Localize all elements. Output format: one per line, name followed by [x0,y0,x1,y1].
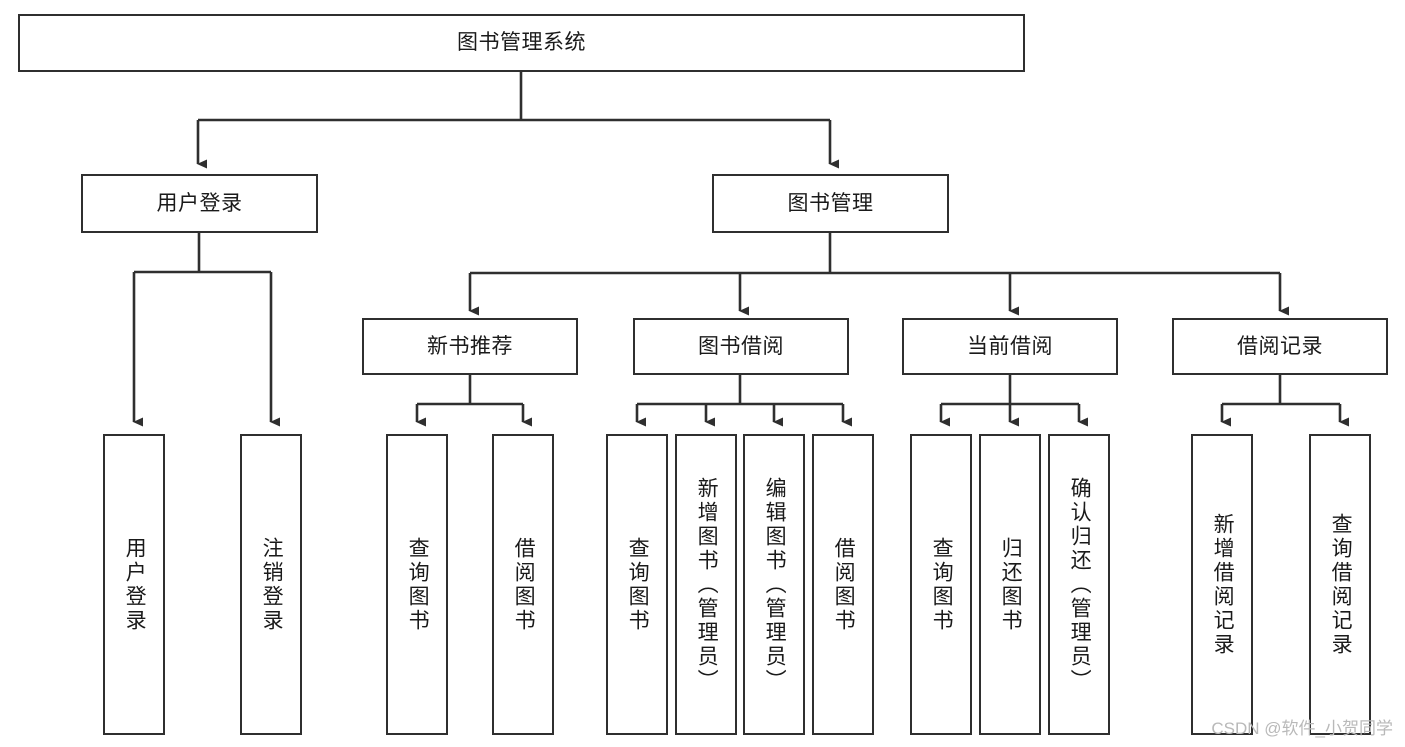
connector-borrow-record-to-leaves [1220,375,1349,427]
node-current-borrow[interactable]: 当前借阅 [902,318,1118,375]
node-leaf-add-book[interactable]: 新增图书（管理员） [675,434,737,735]
node-new-book-recommend-label: 新书推荐 [427,334,513,358]
node-leaf-query-book-2[interactable]: 查询图书 [606,434,668,735]
node-leaf-query-book-2-label: 查询图书 [626,536,650,633]
node-leaf-borrow-book-2[interactable]: 借阅图书 [812,434,874,735]
node-leaf-query-book-1[interactable]: 查询图书 [386,434,448,735]
node-book-borrow[interactable]: 图书借阅 [633,318,849,375]
node-leaf-borrow-book-1[interactable]: 借阅图书 [492,434,554,735]
connector-book-borrow-to-leaves [635,375,852,427]
node-user-login[interactable]: 用户登录 [81,174,318,233]
node-leaf-user-login-label: 用户登录 [123,536,147,633]
node-leaf-logout[interactable]: 注销登录 [240,434,302,735]
node-root-system[interactable]: 图书管理系统 [18,14,1025,72]
connector-user-login-to-leaves [132,233,280,427]
node-leaf-query-record[interactable]: 查询借阅记录 [1309,434,1371,735]
node-leaf-query-book-1-label: 查询图书 [406,536,430,633]
node-book-management-label: 图书管理 [787,191,874,215]
node-leaf-user-login[interactable]: 用户登录 [103,434,165,735]
node-leaf-confirm-return[interactable]: 确认归还（管理员） [1048,434,1110,735]
node-leaf-query-book-3-label: 查询图书 [930,536,954,633]
node-leaf-edit-book-label: 编辑图书（管理员） [763,476,787,693]
node-leaf-return-book-label: 归还图书 [999,536,1023,633]
connector-book-management-to-level2 [468,233,1289,316]
node-leaf-query-record-label: 查询借阅记录 [1329,512,1353,657]
node-root-system-label: 图书管理系统 [457,31,586,55]
node-user-login-label: 用户登录 [156,191,243,215]
node-borrow-record-label: 借阅记录 [1237,334,1323,358]
node-current-borrow-label: 当前借阅 [967,334,1053,358]
node-leaf-add-book-label: 新增图书（管理员） [695,476,719,693]
node-leaf-add-record-label: 新增借阅记录 [1211,512,1235,657]
connector-current-borrow-to-leaves [939,375,1088,427]
connector-root-to-level1 [196,72,839,169]
node-new-book-recommend[interactable]: 新书推荐 [362,318,578,375]
node-leaf-borrow-book-1-label: 借阅图书 [512,536,536,633]
node-leaf-add-record[interactable]: 新增借阅记录 [1191,434,1253,735]
node-leaf-borrow-book-2-label: 借阅图书 [832,536,856,633]
node-book-borrow-label: 图书借阅 [698,334,784,358]
node-leaf-confirm-return-label: 确认归还（管理员） [1068,476,1092,693]
node-leaf-logout-label: 注销登录 [260,536,284,633]
node-book-management[interactable]: 图书管理 [712,174,949,233]
connector-new-book-recommend-to-leaves [415,375,532,427]
node-leaf-edit-book[interactable]: 编辑图书（管理员） [743,434,805,735]
node-leaf-query-book-3[interactable]: 查询图书 [910,434,972,735]
node-leaf-return-book[interactable]: 归还图书 [979,434,1041,735]
node-borrow-record[interactable]: 借阅记录 [1172,318,1388,375]
